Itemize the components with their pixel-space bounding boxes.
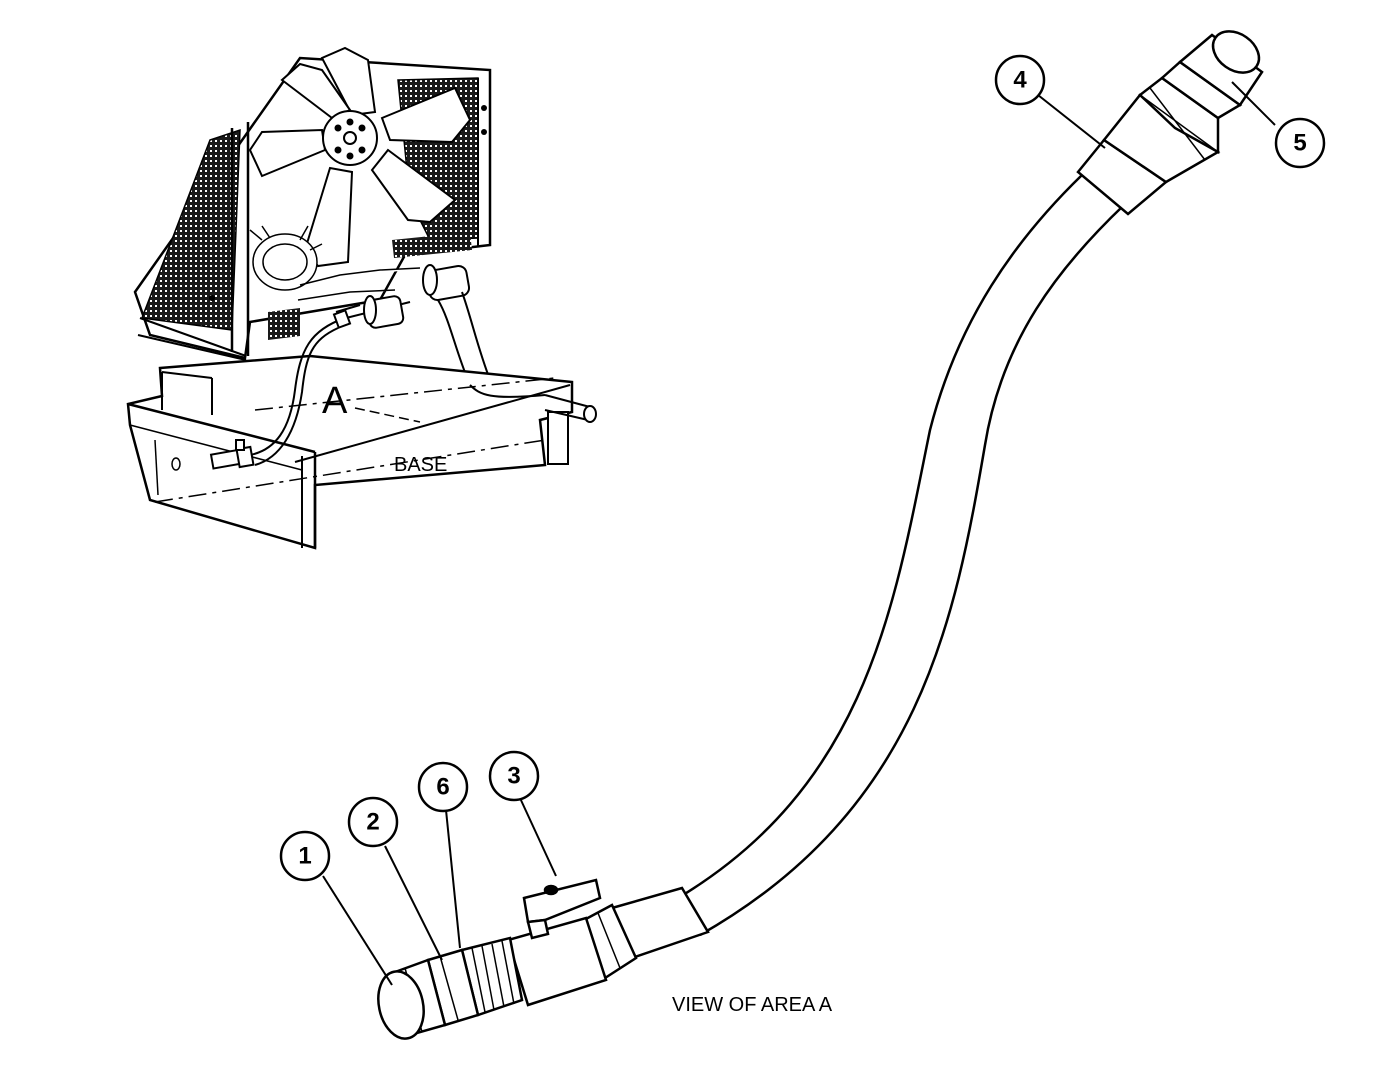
hose <box>682 174 1125 937</box>
callout-2-number: 2 <box>366 809 379 836</box>
detail-view: 1 2 6 3 4 5 VIEW OF AREA A <box>279 30 1326 1040</box>
callout-5-number: 5 <box>1293 130 1306 157</box>
engine-pulley <box>249 225 421 301</box>
overview-drain-hose <box>209 309 352 470</box>
callout-4-number: 4 <box>1013 67 1027 94</box>
base-label: BASE <box>394 454 447 476</box>
callout-3: 3 <box>488 750 540 802</box>
callout-6-number: 6 <box>436 774 449 801</box>
hose-clamps <box>335 264 493 386</box>
base-frame <box>126 354 597 550</box>
top-fitting <box>1076 30 1264 216</box>
bottom-fitting <box>377 878 710 1040</box>
callout-1-number: 1 <box>298 843 311 870</box>
area-marker-label: A <box>322 380 348 422</box>
callout-1: 1 <box>279 830 331 882</box>
callout-6: 6 <box>417 761 469 813</box>
callout-2: 2 <box>347 796 399 848</box>
overview-assembly: A BASE <box>126 46 597 550</box>
callout-3-number: 3 <box>507 763 520 790</box>
leader-lines <box>322 81 1276 986</box>
callout-5: 5 <box>1274 117 1326 169</box>
callout-4: 4 <box>994 54 1046 106</box>
view-caption: VIEW OF AREA A <box>672 994 833 1016</box>
